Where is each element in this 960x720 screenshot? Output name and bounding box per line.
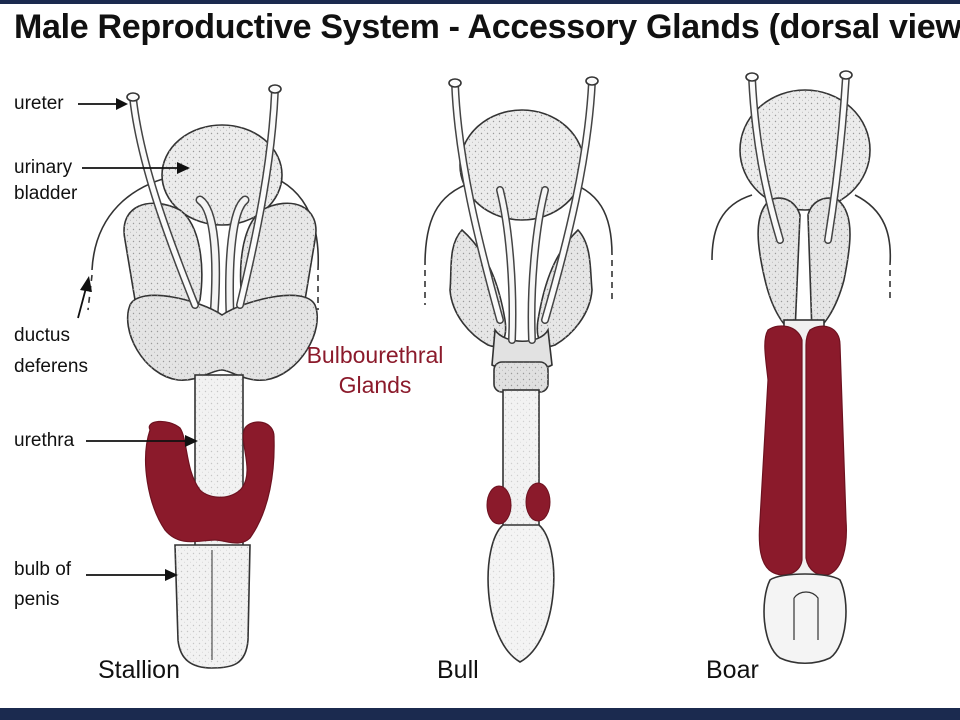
stallion-bulbourethral-glands	[145, 420, 275, 544]
stallion-ductus-left-dash	[87, 274, 93, 311]
label-bulb-of-penis-line-2: penis	[14, 589, 60, 610]
label-urinary-bladder-line-2: bladder	[14, 183, 78, 204]
stallion-illustration	[87, 84, 320, 669]
boar-ductus-left	[711, 194, 753, 261]
bull-illustration	[424, 76, 613, 663]
species-label-stallion: Stallion	[98, 656, 180, 684]
label-ureter: ureter	[14, 93, 64, 114]
bulbourethral-glands-label: Bulbourethral Glands	[290, 340, 460, 400]
label-ductus-deferens-line-1: ductus	[14, 325, 70, 346]
bull-bulbourethral-left	[486, 485, 512, 525]
boar-bulb-of-penis	[763, 573, 847, 665]
urethra-arrow-head	[185, 435, 198, 447]
boar-ductus-right	[854, 194, 892, 266]
label-ductus-deferens-line-2: deferens	[14, 356, 88, 377]
ductus-arrow-head	[80, 276, 92, 292]
ureter-arrow-head	[116, 98, 128, 110]
slide-title: Male Reproductive System - Accessory Gla…	[14, 8, 960, 46]
boar-bulbourethral-right	[805, 325, 847, 576]
ductus-arrow-line	[77, 287, 87, 319]
boar-bulbourethral-left	[758, 325, 803, 576]
bulbourethral-label-line-1: Bulbourethral	[306, 342, 444, 368]
boar-illustration	[711, 70, 892, 665]
top-frame-bar	[0, 0, 960, 4]
bottom-frame-bar	[0, 708, 960, 720]
species-label-bull: Bull	[437, 656, 479, 684]
label-bulb-of-penis-line-1: bulb of	[14, 559, 72, 580]
bull-bulbourethral-right	[525, 482, 551, 522]
bulb-arrow-head	[165, 569, 178, 581]
label-urethra: urethra	[14, 430, 75, 451]
label-arrows	[77, 98, 198, 581]
species-label-boar: Boar	[706, 656, 759, 684]
bulbourethral-label-line-2: Glands	[338, 372, 412, 398]
label-urinary-bladder-line-1: urinary	[14, 157, 73, 178]
bladder-arrow-head	[177, 162, 190, 174]
